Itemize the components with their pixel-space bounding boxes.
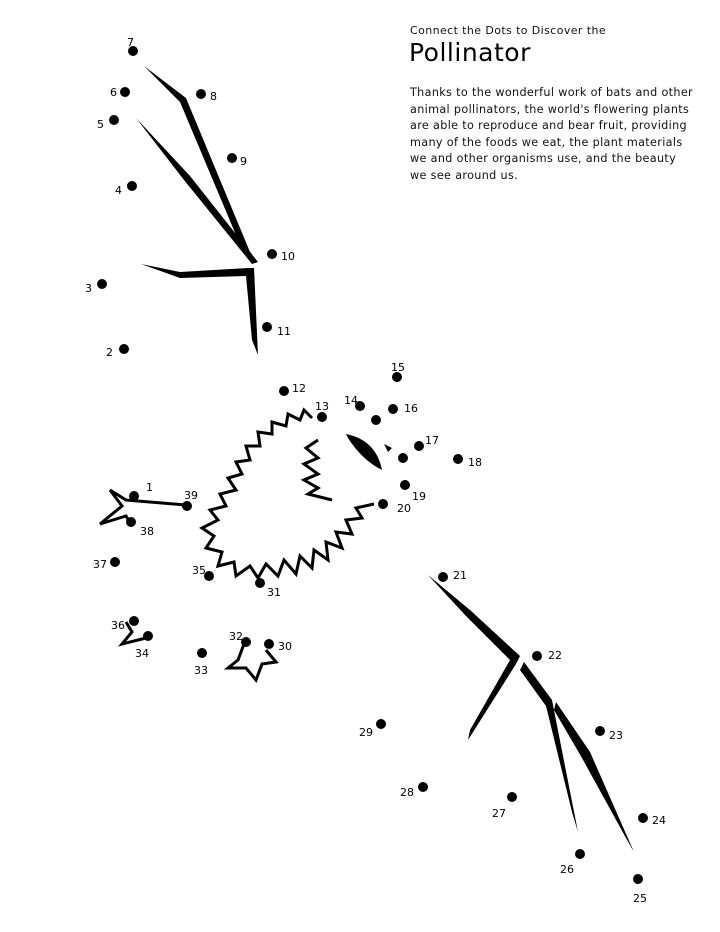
dot-21	[438, 572, 448, 582]
bat-foot	[117, 621, 147, 647]
dot-33	[197, 648, 207, 658]
wing-stroke	[141, 264, 258, 355]
wing-stroke	[136, 118, 258, 264]
wing-stroke	[554, 702, 634, 852]
dot-39	[182, 501, 192, 511]
dot-8	[196, 89, 206, 99]
dot-5	[109, 115, 119, 125]
dot-16	[388, 404, 398, 414]
dot-label-24: 24	[652, 814, 666, 827]
wing-stroke	[520, 662, 578, 832]
dot-label-2: 2	[106, 346, 113, 359]
wing-stroke	[144, 66, 250, 254]
dot-label-28: 28	[400, 786, 414, 799]
dot-label-34: 34	[135, 647, 149, 660]
dot-17	[414, 441, 424, 451]
dot-label-16: 16	[404, 402, 418, 415]
dot-4	[127, 181, 137, 191]
bat-body	[199, 407, 375, 581]
dot-label-10: 10	[281, 250, 295, 263]
dot-25	[633, 874, 643, 884]
dot-19	[400, 480, 410, 490]
dot-label-8: 8	[210, 90, 217, 103]
dot-label-31: 31	[267, 586, 281, 599]
dot-label-23: 23	[609, 729, 623, 742]
dot-23	[595, 726, 605, 736]
dot-31	[255, 578, 265, 588]
dot-label-11: 11	[277, 325, 291, 338]
dot-13	[317, 412, 327, 422]
dot-label-21: 21	[453, 569, 467, 582]
dot-36	[129, 616, 139, 626]
description-text: Thanks to the wonderful work of bats and…	[410, 86, 694, 182]
dot-label-27: 27	[492, 807, 506, 820]
dot-38	[126, 517, 136, 527]
dot-label-12: 12	[292, 382, 306, 395]
dot-label-18: 18	[468, 456, 482, 469]
dot-27	[507, 792, 517, 802]
dot-35	[204, 571, 214, 581]
dot-label-29: 29	[359, 726, 373, 739]
dot-14	[355, 401, 365, 411]
dot-label-15: 15	[391, 361, 405, 374]
dot-20	[378, 499, 388, 509]
dot-34	[143, 631, 153, 641]
dot-label-14: 14	[344, 394, 358, 407]
dot-label-35: 35	[192, 564, 206, 577]
dot-30	[264, 639, 274, 649]
dot-label-37: 37	[93, 558, 107, 571]
dot-11	[262, 322, 272, 332]
dot-12	[279, 386, 289, 396]
dot-label-33: 33	[194, 664, 208, 677]
dot-18	[453, 454, 463, 464]
subtitle: Connect the Dots to Discover the	[410, 24, 606, 37]
dot-28	[418, 782, 428, 792]
dot-label-7: 7	[127, 36, 134, 49]
dot-label-1: 1	[146, 481, 153, 494]
dot-label-5: 5	[97, 118, 104, 131]
dot-label-9: 9	[240, 155, 247, 168]
dot-6	[120, 87, 130, 97]
dot-10	[267, 249, 277, 259]
bat-foot	[223, 643, 279, 683]
bat-body	[300, 438, 333, 502]
dot-label-20: 20	[397, 502, 411, 515]
dot-24	[638, 813, 648, 823]
dot-2	[119, 344, 129, 354]
dot-22	[532, 651, 542, 661]
dot-7	[128, 46, 138, 56]
dot-26	[575, 849, 585, 859]
dot-3	[97, 279, 107, 289]
dot-1	[129, 491, 139, 501]
dot-label-4: 4	[115, 184, 122, 197]
dot-label-38: 38	[140, 525, 154, 538]
dot-15	[392, 372, 402, 382]
dot-label-26: 26	[560, 863, 574, 876]
dot-label-36: 36	[111, 619, 125, 632]
wing-stroke	[428, 575, 520, 740]
dot-label-30: 30	[278, 640, 292, 653]
bat-eye	[371, 415, 381, 425]
bat-mouth	[346, 434, 382, 470]
bat-face-mark	[384, 444, 392, 452]
dot-37	[110, 557, 120, 567]
dot-label-13: 13	[315, 400, 329, 413]
dot-label-17: 17	[425, 434, 439, 447]
bat-eye	[398, 453, 408, 463]
page-title: Pollinator	[409, 38, 531, 67]
dot-29	[376, 719, 386, 729]
dot-label-19: 19	[412, 490, 426, 503]
dot-label-32: 32	[229, 630, 243, 643]
dot-9	[227, 153, 237, 163]
dot-label-3: 3	[85, 282, 92, 295]
dot-label-25: 25	[633, 892, 647, 905]
bat-foot	[99, 488, 187, 527]
dot-label-6: 6	[110, 86, 117, 99]
dot-32	[241, 637, 251, 647]
dot-label-22: 22	[548, 649, 562, 662]
dot-label-39: 39	[184, 489, 198, 502]
